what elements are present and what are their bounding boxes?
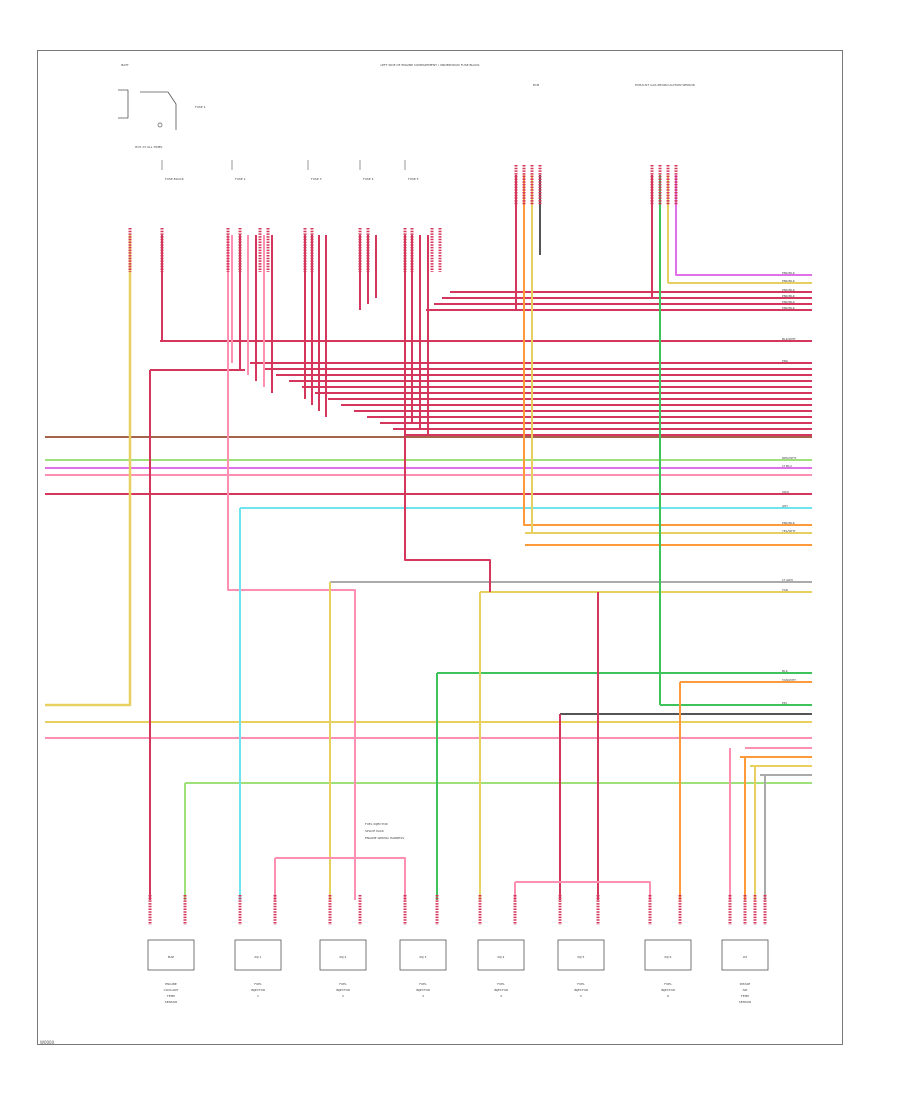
relay-fuse-label: FUSE 1 [195,105,206,109]
component-caption: INJECTOR [661,988,675,992]
wire-label: PNK [782,359,789,363]
component-caption: 4 [500,994,502,998]
wire-label: PNK/BLK [782,288,796,292]
component-box [721,939,769,971]
wire-label: PNK/BLK [782,300,796,304]
component-caption: SENSOR [165,1000,177,1004]
component-caption: INJECTOR [574,988,588,992]
wire-label: ORN [782,490,789,494]
component-box-label: INJ 3 [420,955,427,959]
component-box-label: INJ 6 [665,955,672,959]
module-label-pcm: PCM [533,83,540,87]
component-caption: COOLANT [164,988,179,992]
fuse-label: FUSE 5 [408,177,419,181]
component-caption: FUEL [419,982,427,986]
wire-pink-bridge-3 [515,881,651,900]
center-note-line: SPLICE PACK [365,829,385,833]
component-caption: 1 [257,994,259,998]
diagram-frame [37,50,843,1045]
relay-switch [140,91,177,130]
component-caption: INJECTOR [494,988,508,992]
wire-red-route [404,235,491,592]
wire-pink-drop [227,235,356,900]
component-box [319,939,367,971]
wire-pink-bridge [275,857,406,900]
component-caption: ENGINE [165,982,177,986]
wire-label: PNK/BLK [782,271,796,275]
component-box-label: INJ 1 [255,955,262,959]
component-caption: FUEL [664,982,672,986]
module-label-egr: EXHAUST GAS RECIRCULATION SENSOR [635,83,695,87]
component-box-label: IAT [743,955,748,959]
header-label: LEFT SIDE OF ENGINE COMPARTMENT / UNDERH… [380,63,480,67]
component-box [477,939,525,971]
component-caption: INJECTOR [336,988,350,992]
center-note-line: ENGINE WIRING HARNESS [365,836,404,840]
component-caption: SENSOR [739,1000,751,1004]
component-caption: TEMP [740,994,749,998]
wire-label: TAN [781,588,788,592]
component-caption: FUEL [339,982,347,986]
wire-label: PNK/BLK [782,306,796,310]
component-caption: INJECTOR [416,988,430,992]
component-box [557,939,605,971]
wire-label: BLK [782,669,789,673]
component-caption: TEMP [166,994,175,998]
component-box-label: MAP [168,955,175,959]
wire-label: GRY [782,504,788,508]
wire-label: PNK/BLK [782,279,796,283]
wire-yellow-vert [45,235,132,707]
wire-label: BLK/WHT [782,337,796,341]
component-caption: 6 [667,994,669,998]
component-caption: 3 [422,994,424,998]
component-caption: 5 [580,994,582,998]
fuse-label: FUSE 3 [311,177,322,181]
center-note-line: FUEL INJECTOR [365,822,388,826]
component-box [234,939,282,971]
wire-label: TAN/WHT [781,678,796,682]
wire-label: LT BLU [782,464,792,468]
relay-caption: HOT AT ALL TIMES [135,145,163,149]
wire-label: YEL/WHT [782,529,796,533]
component-caption: INJECTOR [251,988,265,992]
component-caption: INTAKE [740,982,751,986]
wire-label: PNK/BLK [782,521,796,525]
wire-label: PNK/BLK [782,294,796,298]
relay-coil [118,89,129,119]
wire-label: LT GRN [782,578,793,582]
component-caption: FUEL [577,982,585,986]
component-caption: 2 [342,994,344,998]
component-box-label: INJ 2 [340,955,347,959]
component-box [644,939,692,971]
component-box-label: INJ 5 [578,955,585,959]
diagram-footer: W0000 [40,1040,55,1045]
component-caption: AIR [742,988,747,992]
wire-pcm-orange [523,175,535,526]
wire-egr-magenta [675,175,685,276]
relay-contact [157,122,163,128]
fuse-label: FUSE BLOCK [165,177,185,181]
component-box [399,939,447,971]
component-box-label: INJ 4 [498,955,505,959]
component-caption: FUEL [497,982,505,986]
wire-label: RED/WHT [782,456,797,460]
component-box [147,939,195,971]
fuse-label: FUSE 4 [363,177,374,181]
relay-label: BATT [121,63,129,67]
wire-label: PPL [782,701,788,705]
component-caption: FUEL [254,982,262,986]
fuse-label: FUSE 2 [235,177,246,181]
